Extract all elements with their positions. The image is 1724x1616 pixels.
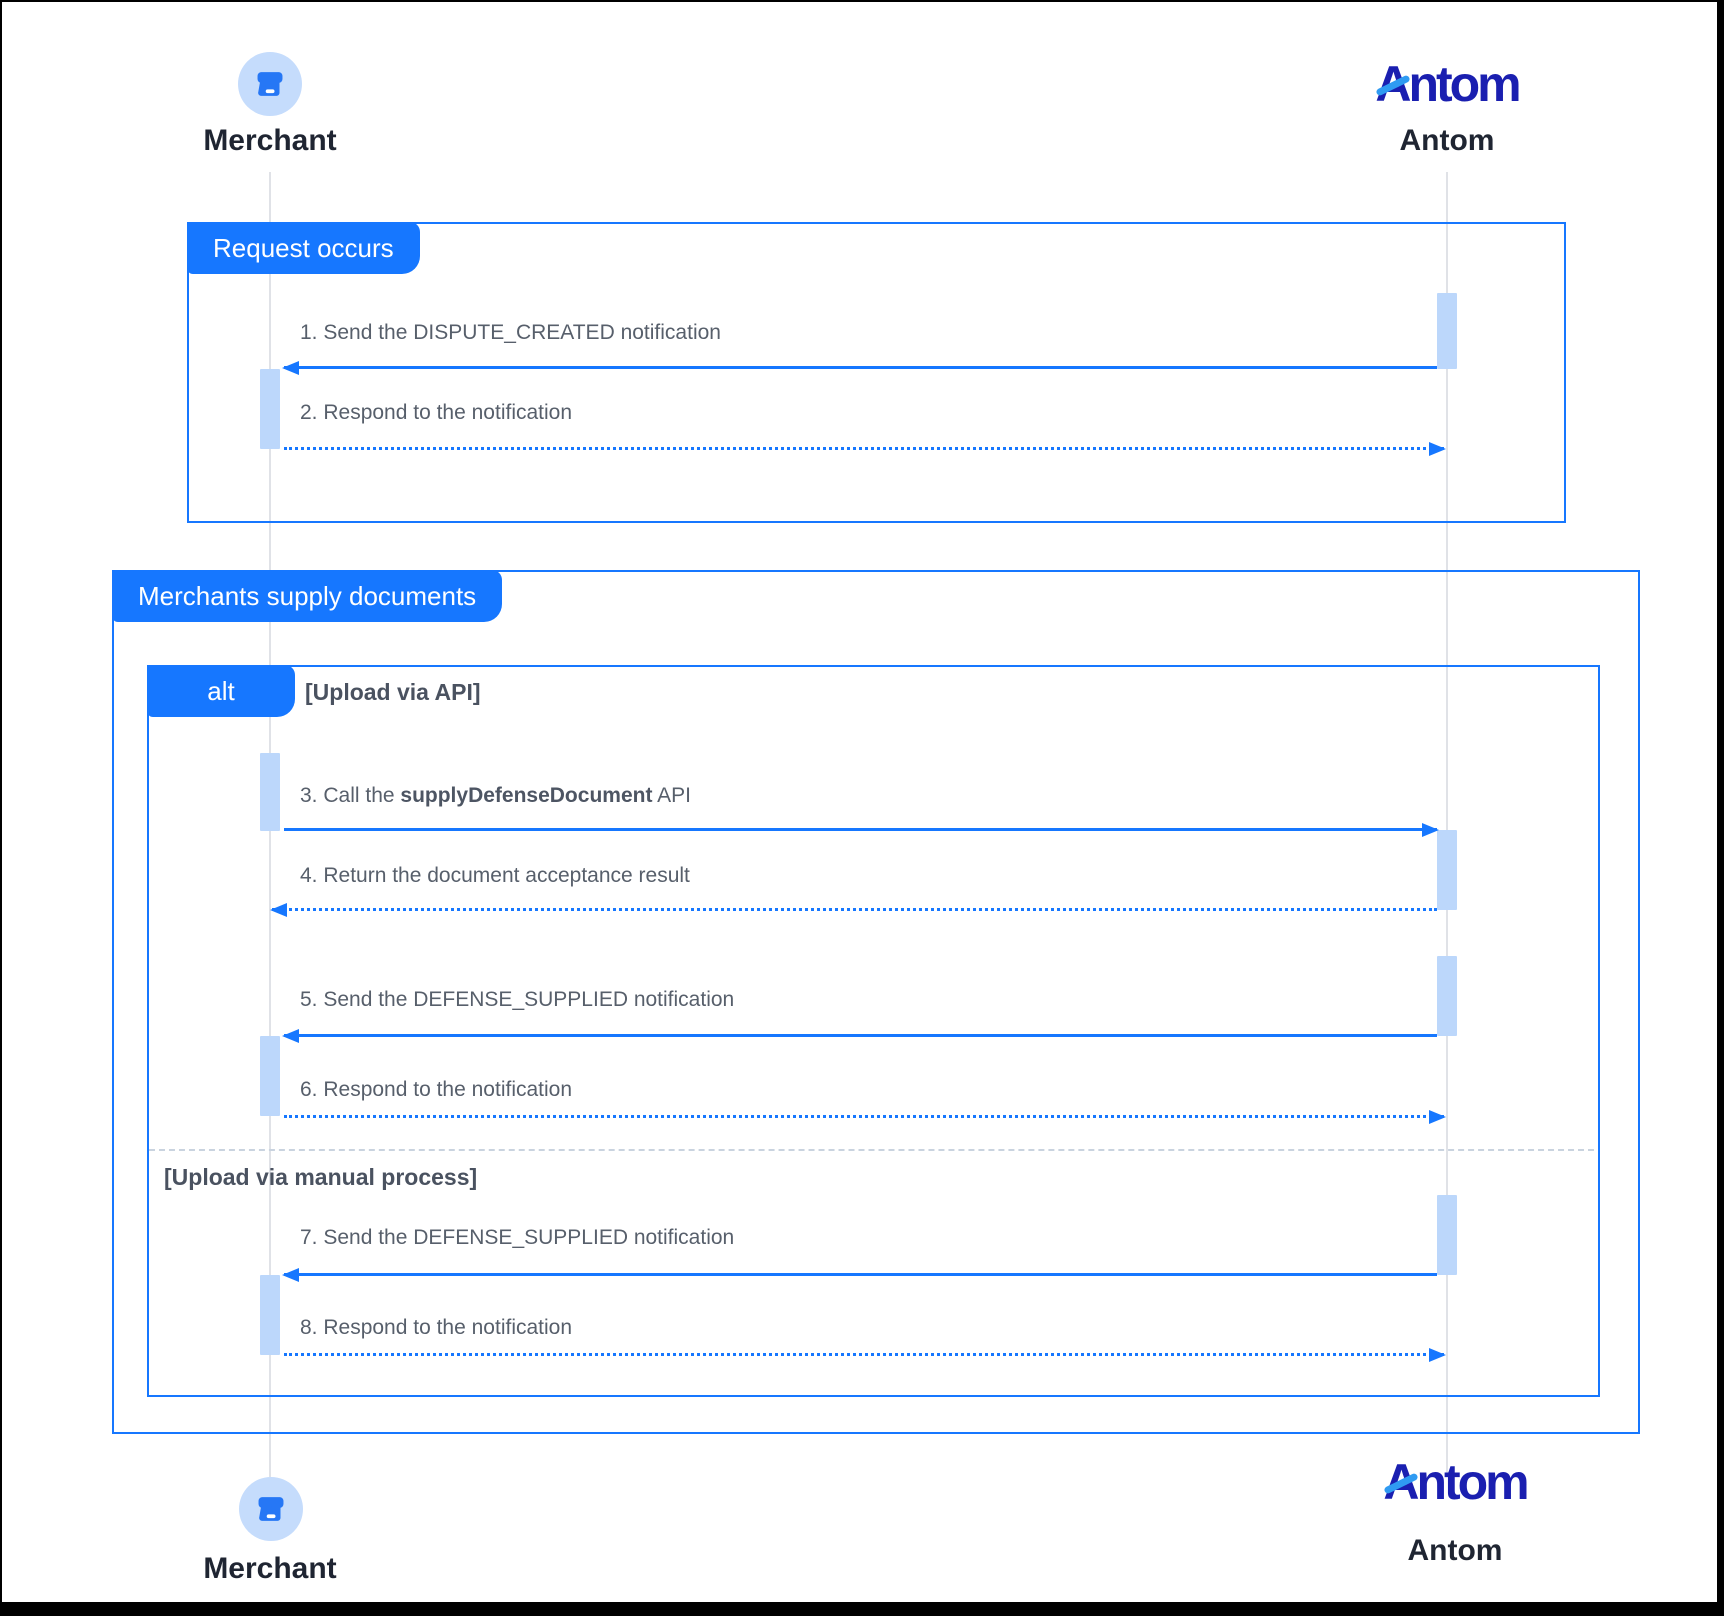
message-5-label: 5. Send the DEFENSE_SUPPLIED notificatio… xyxy=(300,988,735,1011)
message-2-label: 2. Respond to the notification xyxy=(300,401,573,424)
merchant-avatar xyxy=(238,52,302,116)
merchant-activation-3 xyxy=(260,1036,280,1116)
message-3-suffix: API xyxy=(652,784,691,807)
merchant-activation-2 xyxy=(260,753,280,831)
antom-activation-4 xyxy=(1437,1195,1457,1275)
merchant-avatar-bottom xyxy=(239,1477,303,1541)
arrowhead-right-icon xyxy=(1429,442,1446,456)
arrowhead-right-icon xyxy=(1429,1110,1446,1124)
merchant-label-top: Merchant xyxy=(203,124,337,157)
antom-lifeline xyxy=(1446,172,1448,1477)
request-occurs-frame-title: Request occurs xyxy=(187,222,420,274)
message-3-label: 3. Call the supplyDefenseDocument API xyxy=(300,783,691,809)
message-8-arrow xyxy=(284,1348,1446,1362)
merchant-activation-1 xyxy=(260,369,280,449)
arrowhead-left-icon xyxy=(282,1268,299,1282)
storefront-icon xyxy=(257,72,283,96)
message-6-arrow xyxy=(284,1110,1446,1124)
message-7-label: 7. Send the DEFENSE_SUPPLIED notificatio… xyxy=(300,1226,735,1249)
message-1-label: 1. Send the DISPUTE_CREATED notification xyxy=(300,321,721,344)
alt-fragment-frame xyxy=(147,665,1600,1397)
message-3-arrow xyxy=(284,823,1439,837)
antom-activation-2 xyxy=(1437,830,1457,910)
arrowhead-left-icon xyxy=(282,1029,299,1043)
alt-operator-label: alt xyxy=(147,665,295,717)
arrowhead-left-icon xyxy=(282,361,299,375)
antom-activation-1 xyxy=(1437,293,1457,369)
message-4-label: 4. Return the document acceptance result xyxy=(300,864,690,887)
message-6-label: 6. Respond to the notification xyxy=(300,1078,573,1101)
message-5-arrow xyxy=(282,1029,1437,1043)
arrowhead-left-icon xyxy=(270,903,287,917)
merchant-label-bottom: Merchant xyxy=(203,1552,337,1585)
message-7-arrow xyxy=(282,1268,1437,1282)
message-4-arrow xyxy=(270,903,1437,917)
antom-label-top: Antom xyxy=(1399,124,1495,157)
message-3-prefix: 3. Call the xyxy=(300,784,401,807)
condition-upload-via-manual: [Upload via manual process] xyxy=(164,1164,478,1190)
message-2-arrow xyxy=(284,442,1446,456)
antom-logo-top: Antom xyxy=(1347,59,1547,109)
message-1-arrow xyxy=(282,361,1437,375)
supply-documents-frame-title: Merchants supply documents xyxy=(112,570,503,622)
request-occurs-frame xyxy=(187,222,1566,523)
arrowhead-right-icon xyxy=(1422,823,1439,837)
arrowhead-right-icon xyxy=(1429,1348,1446,1362)
storefront-icon xyxy=(258,1497,284,1521)
antom-label-bottom: Antom xyxy=(1407,1534,1503,1567)
condition-upload-via-api: [Upload via API] xyxy=(305,679,481,705)
message-3-api-name: supplyDefenseDocument xyxy=(400,784,653,807)
alt-divider xyxy=(149,1149,1594,1151)
message-8-label: 8. Respond to the notification xyxy=(300,1316,573,1339)
supply-documents-frame xyxy=(112,570,1640,1434)
antom-logo-bottom: Antom xyxy=(1355,1457,1555,1507)
merchant-activation-4 xyxy=(260,1275,280,1355)
antom-activation-3 xyxy=(1437,956,1457,1036)
